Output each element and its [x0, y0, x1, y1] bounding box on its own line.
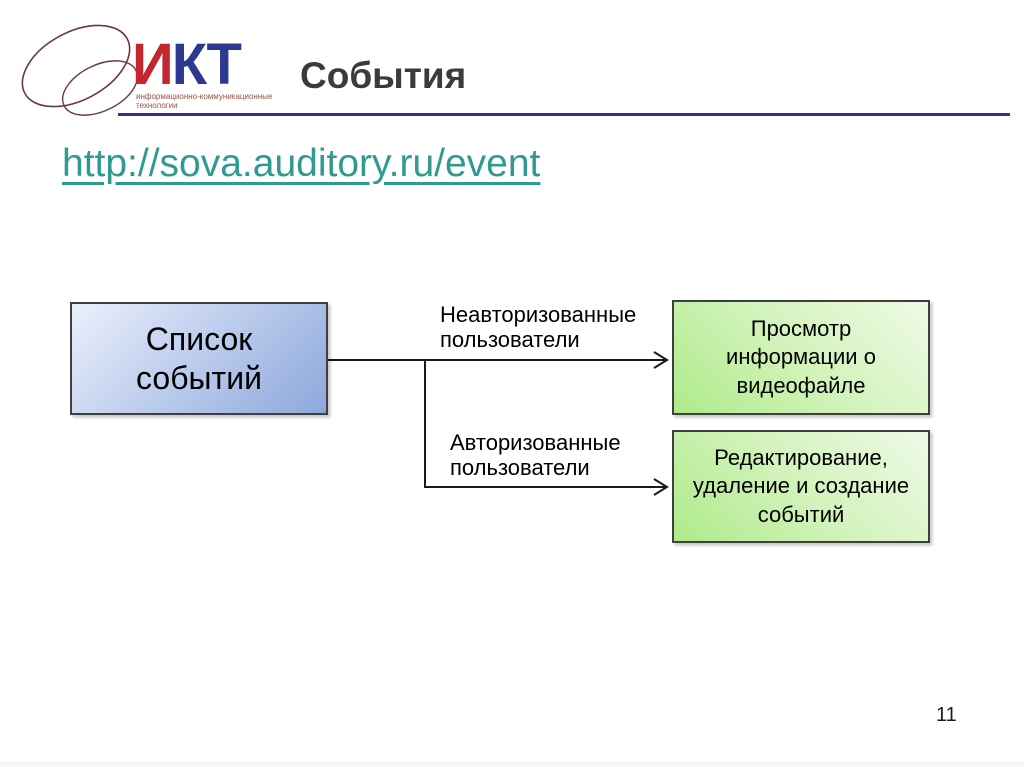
- page-number: 11: [936, 704, 957, 726]
- slide-title: События: [300, 55, 467, 96]
- target-box-view-info: Просмотр информации о видеофайле: [672, 300, 930, 415]
- source-box-event-list: Список событий: [70, 302, 328, 415]
- logo-ellipses-icon: [21, 24, 139, 116]
- logo-tagline-line2: технологии: [136, 101, 178, 110]
- arrowhead-bottom-icon: [653, 478, 669, 496]
- arrowhead-top-icon: [653, 351, 669, 369]
- logo-tagline-line1: информационно-коммуникационные: [136, 92, 273, 101]
- event-url-link[interactable]: http://sova.auditory.ru/event: [62, 142, 541, 185]
- branch-label-unauthorized-users: Неавторизованные пользователи: [440, 302, 637, 352]
- bottom-strip: [0, 762, 1024, 767]
- header-divider-line: [118, 113, 1010, 116]
- target-box-edit-events: Редактирование, удаление и создание собы…: [672, 430, 930, 543]
- branch-label-authorized-users: Авторизованные пользователи: [450, 430, 621, 480]
- logo-tagline: информационно-коммуникационные технологи…: [136, 92, 272, 110]
- logo-text: ИКТ: [132, 36, 242, 94]
- logo-text-red: И: [132, 32, 174, 97]
- logo-text-blue: КТ: [171, 32, 242, 97]
